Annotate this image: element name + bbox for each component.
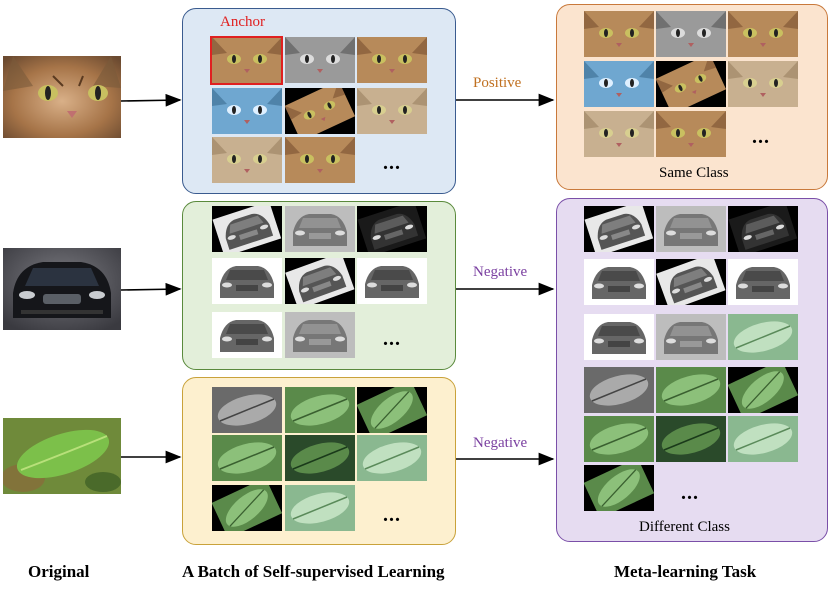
batch-leaf-thumb <box>285 485 355 531</box>
batch-cat-thumb <box>285 88 355 134</box>
ellipsis-cat-batch: ... <box>383 152 401 174</box>
batch-cat-thumb <box>357 37 427 83</box>
different-class-thumb <box>728 416 798 462</box>
same-class-thumb <box>584 61 654 107</box>
different-class-thumb <box>584 314 654 360</box>
different-class-thumb <box>728 206 798 252</box>
same-class-caption: Same Class <box>659 165 729 181</box>
ellipsis-leaf-batch: ... <box>383 504 401 526</box>
same-class-thumb <box>584 11 654 57</box>
batch-leaf-thumb <box>212 485 282 531</box>
batch-car-thumb <box>357 258 427 304</box>
different-class-thumb <box>728 367 798 413</box>
batch-cat-thumb <box>212 137 282 183</box>
batch-leaf-thumb <box>212 435 282 481</box>
negative-label-leaf: Negative <box>473 435 528 451</box>
positive-label: Positive <box>473 75 522 91</box>
same-class-thumb <box>584 111 654 157</box>
different-class-thumb <box>584 465 654 511</box>
same-class-thumb <box>656 61 726 107</box>
different-class-thumb <box>584 206 654 252</box>
different-class-thumb <box>584 416 654 462</box>
arrow-car-to-batch <box>120 282 182 296</box>
ellipsis-different-class: ... <box>681 482 699 504</box>
original-cat-image <box>3 56 121 138</box>
batch-cat-thumb <box>212 37 282 83</box>
footer-meta: Meta-learning Task <box>614 562 757 581</box>
batch-car-thumb <box>212 258 282 304</box>
batch-car-thumb <box>212 206 282 252</box>
different-class-thumb <box>656 367 726 413</box>
same-class-thumb <box>728 61 798 107</box>
batch-cat-thumb <box>357 88 427 134</box>
original-car-image <box>3 248 121 330</box>
different-class-thumb <box>584 259 654 305</box>
different-class-thumb <box>656 416 726 462</box>
batch-car-thumb <box>285 206 355 252</box>
different-class-thumb <box>656 206 726 252</box>
batch-cat-thumb <box>285 137 355 183</box>
batch-cat-thumb <box>212 88 282 134</box>
different-class-thumb <box>728 259 798 305</box>
footer-batch: A Batch of Self-supervised Learning <box>182 562 445 581</box>
anchor-highlight-box <box>210 36 283 85</box>
footer-original: Original <box>28 562 90 581</box>
batch-leaf-thumb <box>285 435 355 481</box>
batch-car-thumb <box>357 206 427 252</box>
batch-leaf-thumb <box>285 387 355 433</box>
batch-car-thumb <box>285 312 355 358</box>
different-class-thumb <box>656 314 726 360</box>
same-class-thumb <box>656 111 726 157</box>
different-class-thumb <box>584 367 654 413</box>
different-class-thumb <box>656 259 726 305</box>
ellipsis-same-class: ... <box>752 126 770 148</box>
batch-car-thumb <box>212 312 282 358</box>
different-class-thumb <box>728 314 798 360</box>
batch-leaf-thumb <box>212 387 282 433</box>
same-class-thumb <box>728 11 798 57</box>
batch-cat-thumb <box>285 37 355 83</box>
same-class-thumb <box>656 11 726 57</box>
batch-leaf-thumb <box>357 387 427 433</box>
arrow-cat-to-batch <box>120 93 182 107</box>
negative-label-car: Negative <box>473 264 528 280</box>
anchor-label: Anchor <box>220 14 265 30</box>
ellipsis-car-batch: ... <box>383 328 401 350</box>
original-leaf-image <box>3 418 121 500</box>
different-class-caption: Different Class <box>639 519 730 535</box>
batch-car-thumb <box>285 258 355 304</box>
batch-leaf-thumb <box>357 435 427 481</box>
